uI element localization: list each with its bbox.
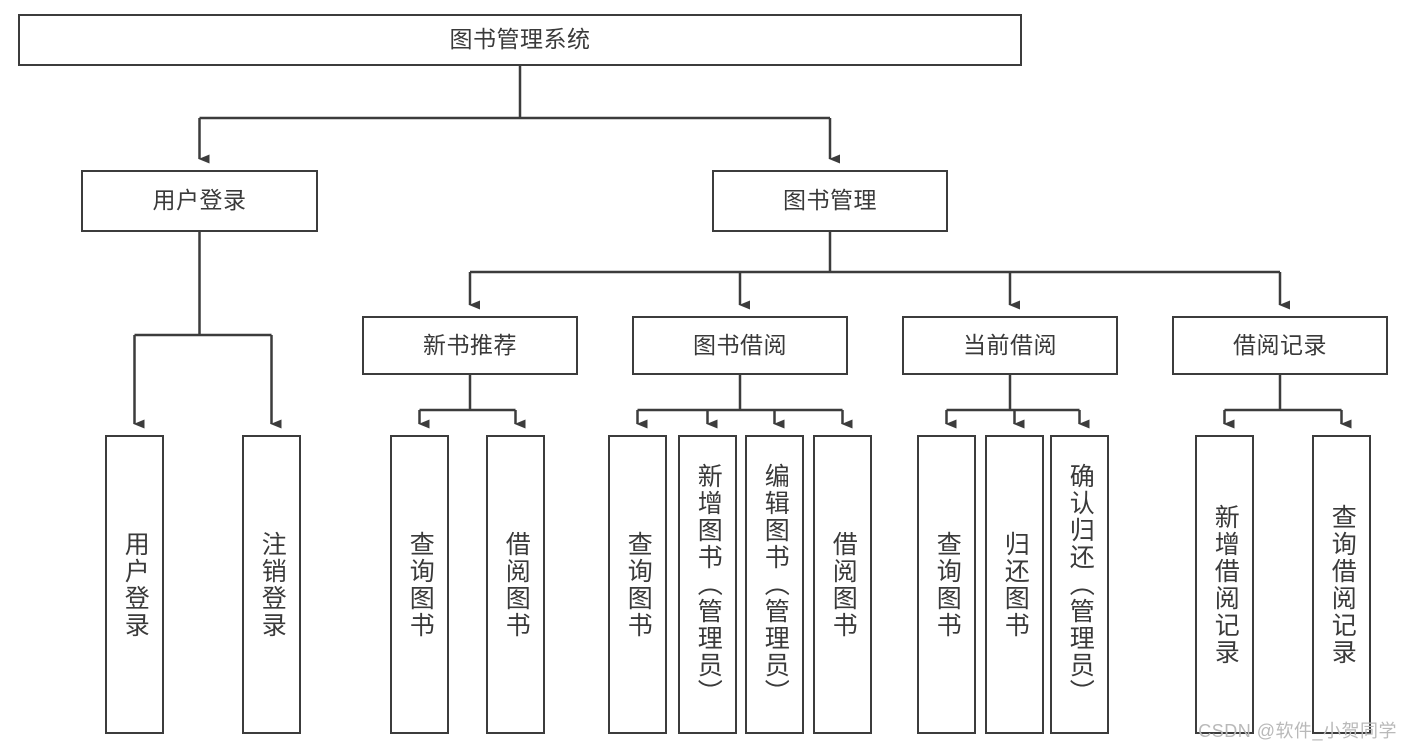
node-current-borrow-label: 当前借阅 — [963, 331, 1057, 358]
node-leaf-add-borrow-record[interactable]: 新增借阅记录 — [1195, 435, 1254, 734]
node-leaf-add-book[interactable]: 新增图书（管理员） — [678, 435, 737, 734]
node-user-login-label: 用户登录 — [152, 187, 247, 214]
node-leaf-logout[interactable]: 注销登录 — [242, 435, 301, 734]
node-leaf-logout-label: 注销登录 — [258, 530, 287, 639]
node-new-book-recommend[interactable]: 新书推荐 — [362, 316, 578, 375]
node-book-borrow[interactable]: 图书借阅 — [632, 316, 848, 375]
node-leaf-query-book-recommend[interactable]: 查询图书 — [390, 435, 449, 734]
node-leaf-confirm-return-label: 确认归还（管理员） — [1066, 463, 1095, 706]
node-leaf-user-login[interactable]: 用户登录 — [105, 435, 164, 734]
node-leaf-return-book[interactable]: 归还图书 — [985, 435, 1044, 734]
node-leaf-add-book-label: 新增图书（管理员） — [694, 463, 723, 706]
node-leaf-confirm-return[interactable]: 确认归还（管理员） — [1050, 435, 1109, 734]
node-leaf-borrow-book[interactable]: 借阅图书 — [813, 435, 872, 734]
node-leaf-query-borrow-record[interactable]: 查询借阅记录 — [1312, 435, 1371, 734]
node-leaf-query-book-recommend-label: 查询图书 — [406, 530, 435, 639]
node-leaf-add-borrow-record-label: 新增借阅记录 — [1211, 503, 1240, 666]
node-leaf-query-book-borrow-label: 查询图书 — [624, 530, 653, 639]
node-leaf-borrow-book-recommend[interactable]: 借阅图书 — [486, 435, 545, 734]
node-leaf-edit-book-label: 编辑图书（管理员） — [761, 463, 790, 706]
node-borrow-record[interactable]: 借阅记录 — [1172, 316, 1388, 375]
node-leaf-return-book-label: 归还图书 — [1001, 530, 1030, 639]
node-leaf-query-book-borrow[interactable]: 查询图书 — [608, 435, 667, 734]
node-leaf-query-book-current-label: 查询图书 — [933, 530, 962, 639]
node-root[interactable]: 图书管理系统 — [18, 14, 1022, 66]
node-leaf-borrow-book-recommend-label: 借阅图书 — [502, 530, 531, 639]
node-book-management-label: 图书管理 — [783, 187, 877, 214]
node-leaf-user-login-label: 用户登录 — [121, 530, 150, 639]
node-leaf-borrow-book-label: 借阅图书 — [829, 530, 858, 639]
node-leaf-query-borrow-record-label: 查询借阅记录 — [1328, 503, 1357, 666]
node-root-label: 图书管理系统 — [449, 26, 591, 53]
node-borrow-record-label: 借阅记录 — [1233, 331, 1327, 358]
node-new-book-recommend-label: 新书推荐 — [423, 331, 517, 358]
watermark-text: CSDN @软件_小贺同学 — [1198, 721, 1397, 741]
node-current-borrow[interactable]: 当前借阅 — [902, 316, 1118, 375]
node-leaf-edit-book[interactable]: 编辑图书（管理员） — [745, 435, 804, 734]
node-leaf-query-book-current[interactable]: 查询图书 — [917, 435, 976, 734]
node-book-borrow-label: 图书借阅 — [693, 331, 787, 358]
node-book-management[interactable]: 图书管理 — [712, 170, 948, 232]
node-user-login[interactable]: 用户登录 — [81, 170, 318, 232]
